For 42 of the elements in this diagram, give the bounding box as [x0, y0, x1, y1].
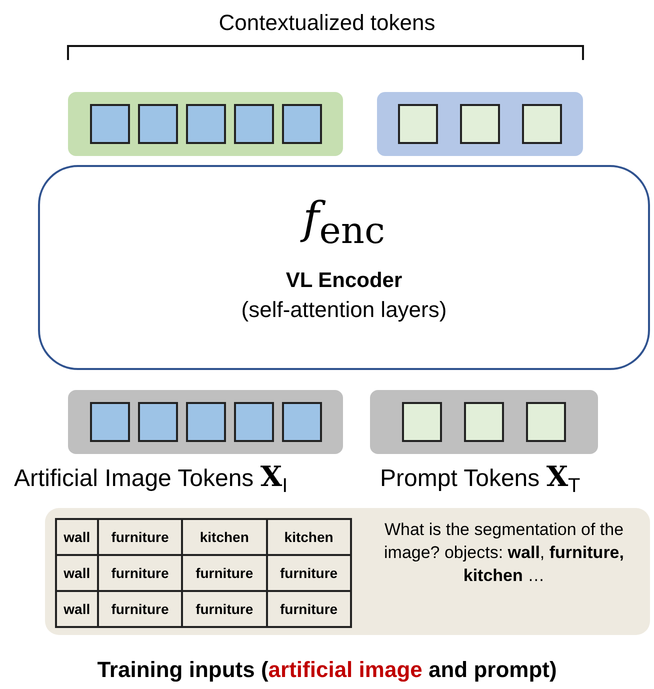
token-square — [186, 402, 226, 442]
token-square — [138, 402, 178, 442]
token-square — [526, 402, 566, 442]
token-square — [234, 104, 274, 144]
token-label: Prompt Tokens X$_{T}$ — [380, 460, 580, 498]
token-square — [282, 104, 322, 144]
token-square — [90, 104, 130, 144]
token-square — [234, 402, 274, 442]
token-square — [460, 104, 500, 144]
token-band — [377, 92, 583, 156]
token-square — [522, 104, 562, 144]
token-label: Artificial Image Tokens X$_{I}$ — [14, 460, 288, 498]
table-cell: wall — [56, 555, 98, 591]
token-square — [186, 104, 226, 144]
token-band — [68, 92, 343, 156]
token-square — [90, 402, 130, 442]
table-cell: furniture — [266, 591, 351, 627]
encoder-box — [38, 165, 650, 370]
table-cell: wall — [56, 519, 98, 555]
table-cell: furniture — [98, 555, 182, 591]
token-band — [68, 390, 343, 454]
prompt-text: What is the segmentation of the image? objects: wall, furniture, kitchen … — [383, 519, 625, 587]
encoder-title: VL Encoder — [286, 268, 402, 293]
caption: Training inputs (artificial image and prompt) — [96, 657, 558, 683]
heading: Contextualized tokens — [218, 10, 436, 36]
table-cell: kitchen — [266, 519, 351, 555]
table-cell: furniture — [182, 555, 267, 591]
table-cell: furniture — [98, 519, 182, 555]
table-cell: wall — [56, 591, 98, 627]
token-band — [370, 390, 598, 454]
table-cell: kitchen — [182, 519, 267, 555]
table-cell: furniture — [98, 591, 182, 627]
token-square — [138, 104, 178, 144]
prompt-panel — [45, 508, 650, 635]
formula: f$_{enc}$ — [302, 189, 386, 261]
table-cell: furniture — [266, 555, 351, 591]
token-square — [282, 402, 322, 442]
token-square — [398, 104, 438, 144]
token-square — [402, 402, 442, 442]
table-cell: furniture — [182, 591, 267, 627]
encoder-subtitle: (self-attention layers) — [241, 296, 447, 323]
token-square — [464, 402, 504, 442]
